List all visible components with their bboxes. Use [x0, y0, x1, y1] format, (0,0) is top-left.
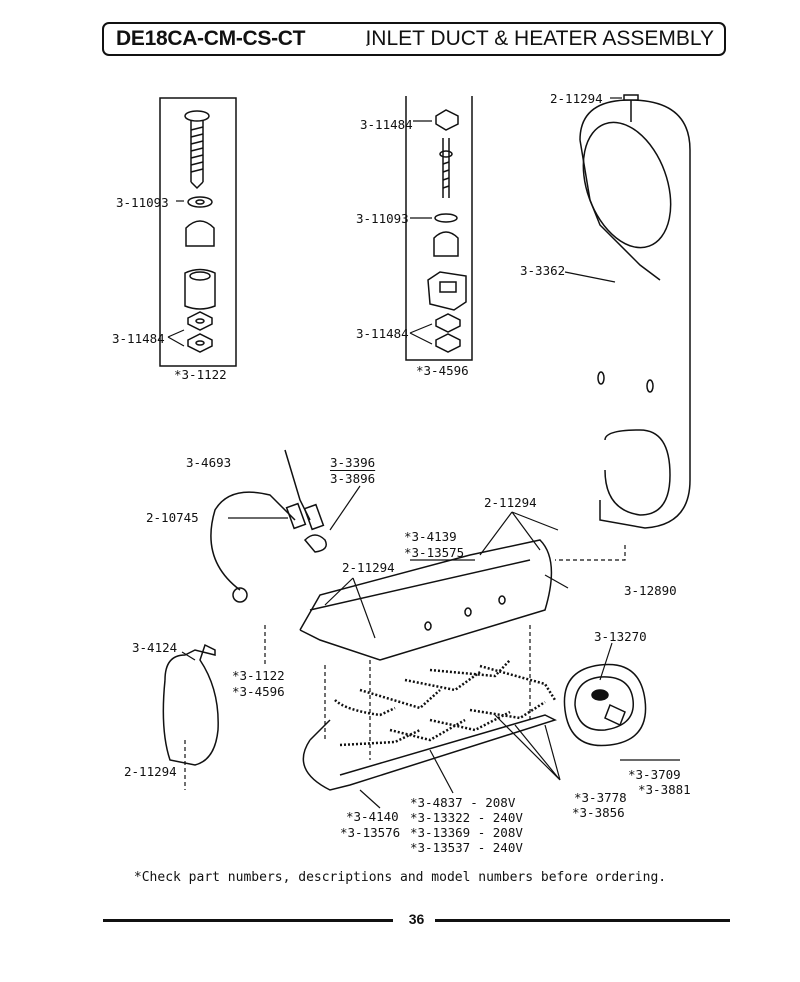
label-3-3362: 3-3362: [520, 263, 566, 278]
nut-icon: [435, 313, 461, 333]
label-3-12890: 3-12890: [624, 583, 677, 598]
label-2-10745: 2-10745: [146, 510, 199, 525]
label-3-4693: 3-4693: [186, 455, 232, 470]
ground-wire: [210, 491, 296, 591]
insulator-icon: [185, 220, 215, 247]
label-3-11484-c: 3-11484: [356, 326, 409, 341]
header-dot: .: [364, 38, 371, 49]
label-2-11294-d: 2-11294: [124, 764, 177, 779]
label-2-11294-a: 2-11294: [550, 91, 603, 106]
insulator-icon: [433, 231, 459, 257]
stud-icon: [442, 138, 450, 198]
label-3-3709: *3-3709: [628, 767, 681, 782]
page-footer: 36: [103, 910, 730, 930]
screw-icon: [184, 110, 210, 190]
nut-icon: [187, 311, 213, 331]
washer-icon: [434, 213, 458, 223]
terminal-block-icon: [303, 534, 327, 553]
label-3-13369: *3-13369 - 208V: [410, 825, 523, 840]
end-bracket: [162, 643, 219, 766]
inlet-duct: [579, 99, 691, 529]
label-3-4140: *3-4140: [346, 809, 399, 824]
label-kit-3-1122: *3-1122: [174, 367, 227, 382]
label-2-11294-b: 2-11294: [484, 495, 537, 510]
label-3-11484-b: 3-11484: [360, 117, 413, 132]
wire-icon: [284, 449, 311, 521]
page-title: INLET DUCT & HEATER ASSEMBLY: [365, 27, 714, 50]
label-kit-3-4596: *3-4596: [416, 363, 469, 378]
ring-terminal-icon: [232, 587, 248, 603]
label-3-4139: *3-4139: [404, 529, 457, 544]
nut-icon: [187, 333, 213, 353]
nut-icon: [435, 109, 459, 131]
label-kit-3-4596-b: *3-4596: [232, 684, 285, 699]
washer-icon: [187, 196, 213, 208]
kit-4596-box: [405, 96, 473, 361]
heater-coil-icon: [334, 659, 557, 747]
heater-housing-top: [299, 539, 553, 661]
footer-rule: [103, 919, 393, 922]
page-number: 36: [402, 911, 431, 927]
label-3-11093-b: 3-11093: [356, 211, 409, 226]
nut-icon: [435, 333, 461, 353]
insulator-sleeve-icon: [184, 268, 216, 310]
label-3-13537: *3-13537 - 240V: [410, 840, 523, 855]
label-3-3856: *3-3856: [572, 805, 625, 820]
label-3-4124: 3-4124: [132, 640, 178, 655]
label-3-11093-a: 3-11093: [116, 195, 169, 210]
label-3-3396: 3-3396: [330, 455, 376, 470]
thermostat-icon: [563, 663, 647, 747]
label-3-3778: *3-3778: [574, 790, 627, 805]
model-number: DE18CA-CM-CS-CT: [116, 27, 306, 50]
kit-1122-box: [159, 97, 237, 367]
label-3-13576: *3-13576: [340, 825, 401, 840]
header-box: DE18CA-CM-CS-CT . INLET DUCT & HEATER AS…: [102, 22, 726, 56]
label-3-13322: *3-13322 - 240V: [410, 810, 523, 825]
heater-housing-bottom: [302, 714, 557, 791]
label-2-11294-c: 2-11294: [342, 560, 395, 575]
label-3-4837: *3-4837 - 208V: [410, 795, 516, 810]
label-3-13270: 3-13270: [594, 629, 647, 644]
ordering-note: *Check part numbers, descriptions and mo…: [133, 870, 667, 885]
block-insulator-icon: [427, 271, 467, 311]
label-3-13575: *3-13575: [404, 545, 465, 560]
label-3-3896: 3-3896: [330, 471, 376, 486]
label-3-11484-a: 3-11484: [112, 331, 165, 346]
footer-rule: [435, 919, 730, 922]
label-kit-3-1122-b: *3-1122: [232, 668, 285, 683]
label-3-3881: *3-3881: [638, 782, 691, 797]
